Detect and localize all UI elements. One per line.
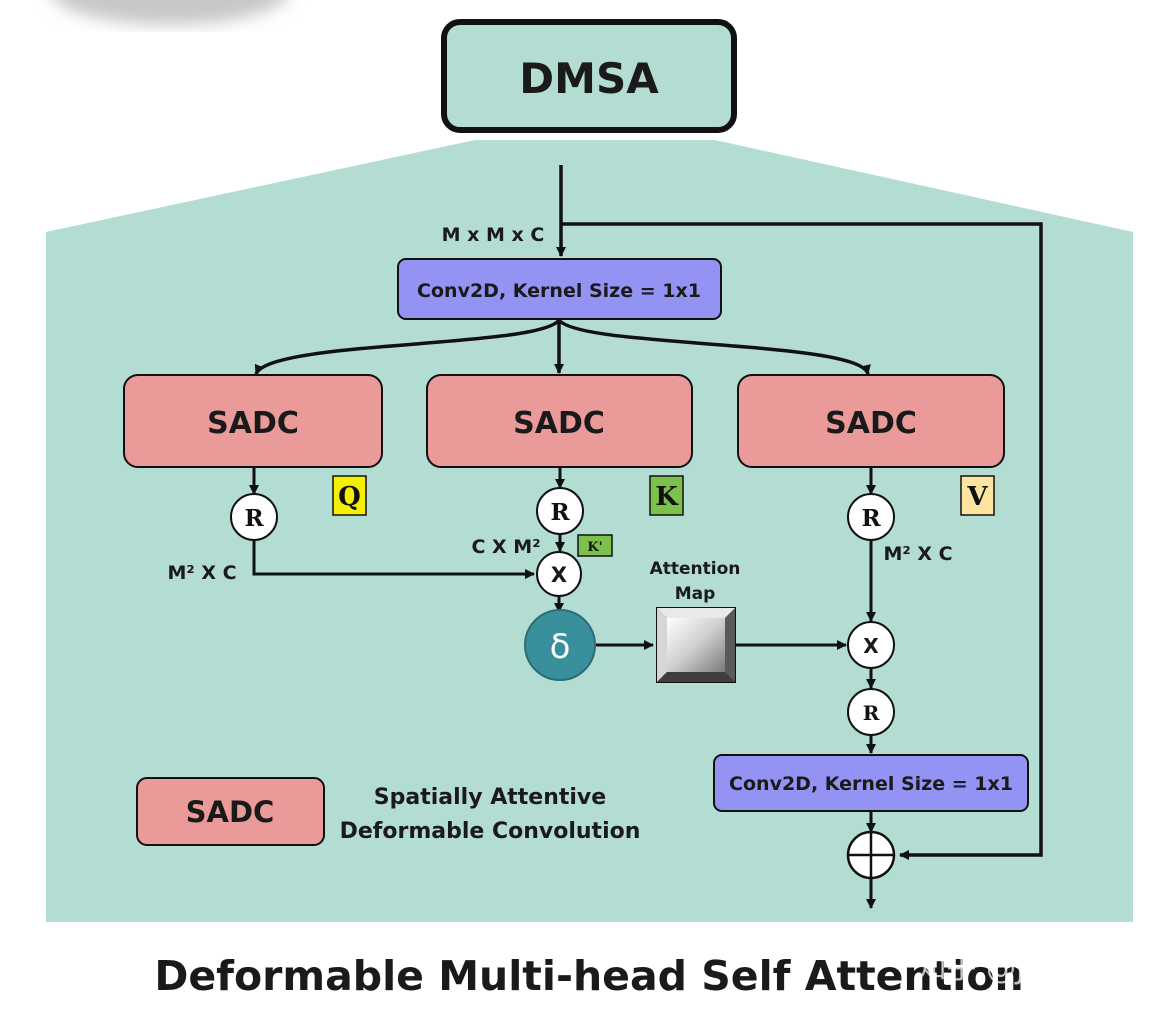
multiply-node-qk: X bbox=[536, 551, 582, 597]
svg-text:R: R bbox=[550, 499, 570, 526]
svg-text:V: V bbox=[966, 482, 988, 512]
svg-text:X: X bbox=[863, 634, 879, 658]
caption: Deformable Multi-head Self Attention bbox=[154, 952, 1023, 1000]
conv2d-bottom-label: Conv2D, Kernel Size = 1x1 bbox=[729, 773, 1013, 795]
conv2d-top: Conv2D, Kernel Size = 1x1 bbox=[397, 258, 722, 320]
softmax-node: δ bbox=[524, 609, 596, 681]
sadc-k: SADC bbox=[426, 374, 693, 468]
svg-text:X: X bbox=[551, 563, 567, 587]
k-tag: K bbox=[649, 475, 684, 516]
attention-map-label-line2: Map bbox=[675, 584, 716, 604]
sadc-v-label: SADC bbox=[825, 406, 917, 441]
svg-text:K': K' bbox=[587, 540, 602, 555]
watermark: 知乎 @Joey Lin bbox=[916, 951, 1133, 986]
conv2d-bottom: Conv2D, Kernel Size = 1x1 bbox=[713, 754, 1029, 812]
attention-map-label-line1: Attention bbox=[650, 559, 741, 579]
sadc-v: SADC bbox=[737, 374, 1005, 468]
input-dims-label: M x M x C bbox=[442, 224, 545, 246]
background-smudge bbox=[55, 0, 285, 25]
k-transpose-tag: K' bbox=[577, 534, 613, 557]
dmsa-title-box: DMSA bbox=[441, 19, 737, 133]
add-node bbox=[846, 830, 896, 880]
svg-text:Q: Q bbox=[338, 482, 361, 512]
sadc-q-label: SADC bbox=[207, 406, 299, 441]
legend-sadc-box bbox=[136, 777, 325, 846]
sadc-q: SADC bbox=[123, 374, 383, 468]
multiply-node-av: X bbox=[847, 621, 895, 669]
q-dims-label: M² X C bbox=[167, 562, 236, 584]
q-tag: Q bbox=[332, 475, 367, 516]
v-tag: V bbox=[960, 475, 995, 516]
svg-text:R: R bbox=[863, 701, 880, 725]
reshape-node-k: R bbox=[536, 487, 584, 535]
reshape-node-v: R bbox=[847, 493, 895, 541]
svg-text:R: R bbox=[861, 505, 881, 532]
legend-line2: Deformable Convolution bbox=[340, 819, 641, 844]
legend: SADC Spatially Attentive Deformable Conv… bbox=[136, 777, 641, 846]
legend-line1: Spatially Attentive bbox=[374, 785, 606, 810]
svg-text:R: R bbox=[244, 505, 264, 532]
sadc-k-label: SADC bbox=[513, 406, 605, 441]
attention-map-block bbox=[656, 607, 736, 683]
v-dims-label: M² X C bbox=[883, 543, 952, 565]
svg-text:δ: δ bbox=[550, 627, 571, 667]
dmsa-title: DMSA bbox=[519, 54, 659, 103]
reshape-node-q: R bbox=[230, 493, 278, 541]
k-dims-label: C X M² bbox=[471, 536, 540, 558]
reshape-node-out: R bbox=[847, 688, 895, 736]
conv2d-top-label: Conv2D, Kernel Size = 1x1 bbox=[417, 280, 701, 302]
skip-connection bbox=[561, 222, 1043, 860]
legend-sadc-label: SADC bbox=[186, 795, 275, 829]
svg-text:K: K bbox=[655, 482, 679, 512]
